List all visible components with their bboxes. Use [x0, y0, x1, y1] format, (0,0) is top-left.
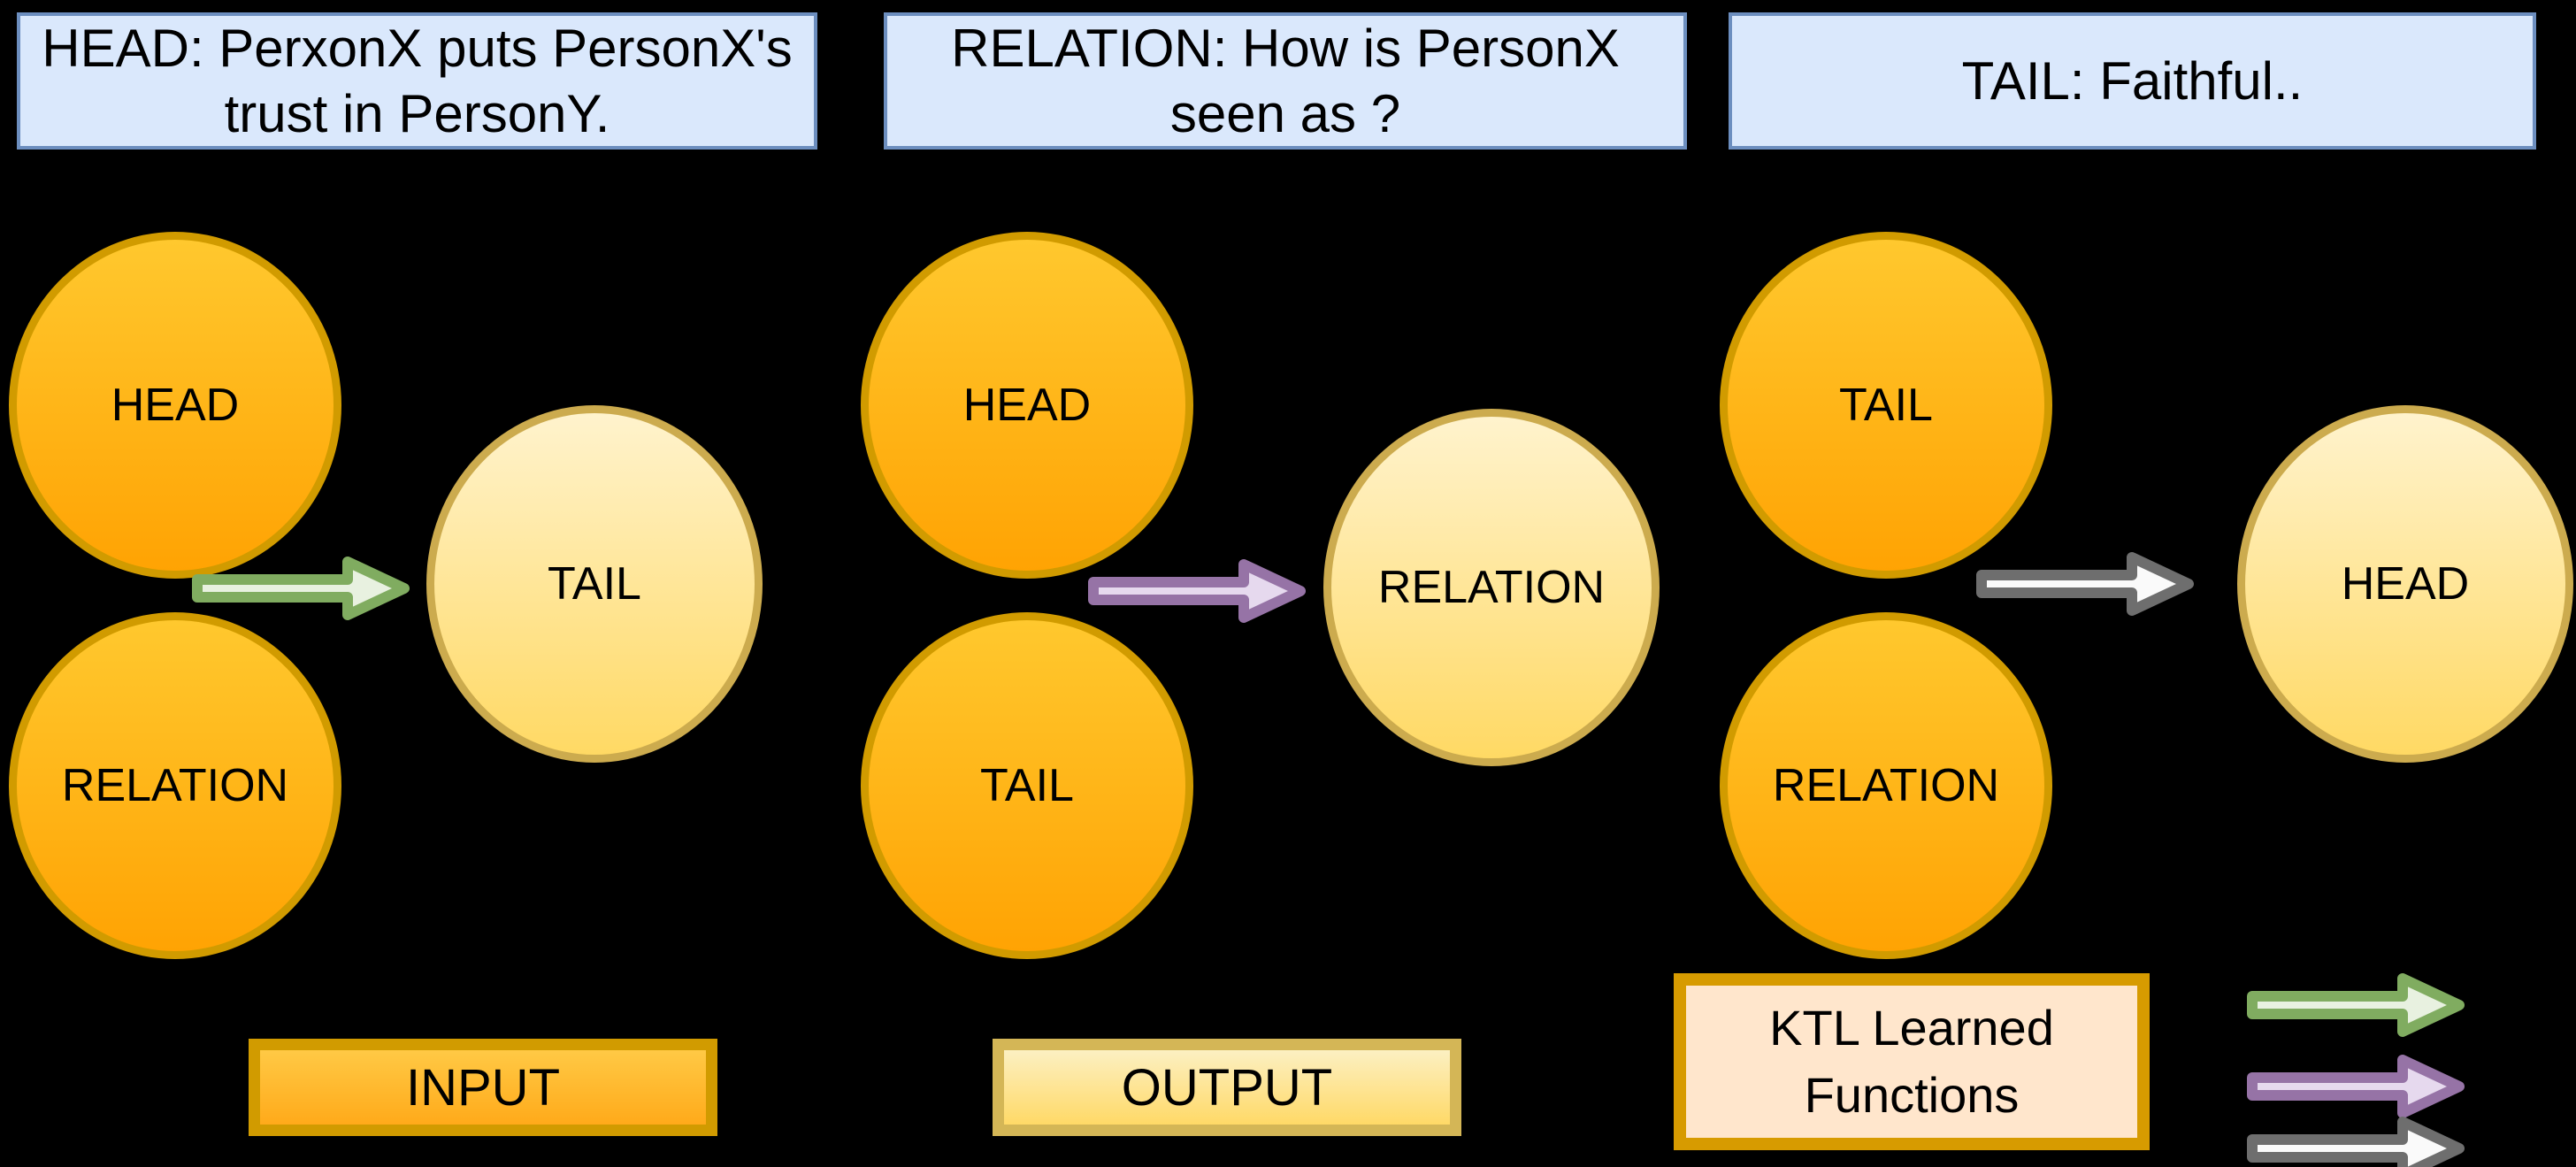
circle-label: TAIL: [980, 760, 1074, 811]
circle-label: HEAD: [962, 380, 1092, 431]
gray-arrow-icon: [1976, 552, 2194, 616]
panel1-result-circle-tail: TAIL: [426, 405, 763, 763]
circle-label: RELATION: [1772, 760, 2000, 811]
panel1-header: HEAD: PerxonX puts PersonX's trust in Pe…: [17, 12, 817, 150]
circle-label: TAIL: [1839, 380, 1933, 431]
panel2-result-circle-relation: RELATION: [1323, 409, 1660, 766]
circle-label: HEAD: [111, 380, 240, 431]
panel3-result-circle-head: HEAD: [2237, 405, 2573, 763]
ktl-learned-functions-box: KTL Learned Functions: [1674, 973, 2150, 1150]
legend-gray-arrow-icon: [2247, 1117, 2465, 1167]
ktl-label: KTL Learned Functions: [1769, 1000, 2054, 1123]
legend-green-arrow-icon: [2247, 973, 2465, 1037]
purple-arrow-icon: [1088, 559, 1306, 623]
input-legend-box: INPUT: [249, 1039, 717, 1136]
output-legend-box: OUTPUT: [993, 1039, 1461, 1136]
circle-label: RELATION: [61, 760, 289, 811]
panel1-input-circle-head: HEAD: [9, 232, 341, 579]
panel1-input-circle-relation: RELATION: [9, 612, 341, 959]
green-arrow-icon: [192, 557, 410, 620]
output-label: OUTPUT: [1121, 1058, 1333, 1117]
legend-purple-arrow-icon: [2247, 1055, 2465, 1118]
circle-label: TAIL: [548, 558, 641, 610]
panel3-input-circle-tail: TAIL: [1720, 232, 2052, 579]
panel2-input-circle-head: HEAD: [861, 232, 1193, 579]
circle-label: HEAD: [2341, 558, 2470, 610]
panel3-header: TAIL: Faithful..: [1729, 12, 2536, 150]
panel2-header: RELATION: How is PersonX seen as ?: [884, 12, 1687, 150]
panel2-input-circle-tail: TAIL: [861, 612, 1193, 959]
circle-label: RELATION: [1377, 562, 1606, 613]
panel3-input-circle-relation: RELATION: [1720, 612, 2052, 959]
input-label: INPUT: [406, 1058, 560, 1117]
